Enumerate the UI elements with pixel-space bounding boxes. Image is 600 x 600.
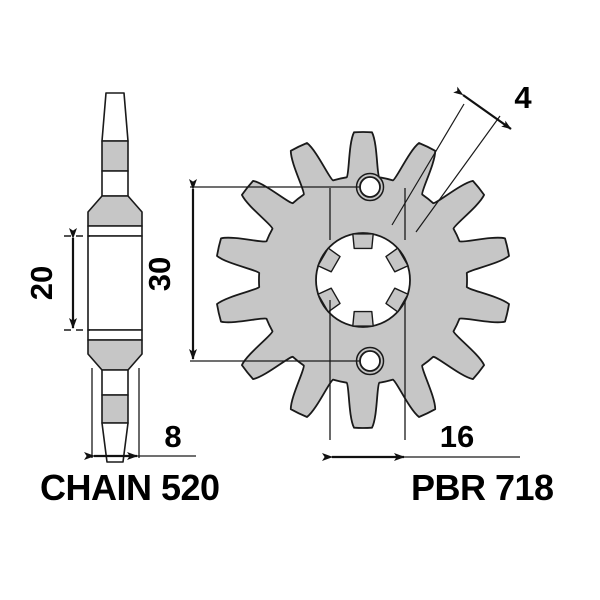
- dim-30-label: 30: [142, 257, 177, 291]
- dim-4-line: [453, 86, 512, 130]
- side-view-lower-tooth-root: [101, 369, 129, 396]
- spline-tooth-1: [352, 233, 374, 250]
- dimension-30-group: 30: [142, 179, 360, 362]
- dim-20-label: 20: [24, 266, 59, 300]
- side-view-lower-rib: [87, 329, 143, 341]
- dim-8-label: 8: [164, 419, 181, 454]
- side-view-lower-tooth-band: [101, 394, 129, 424]
- spline-tooth-3: [385, 287, 409, 313]
- side-view-upper-rib: [87, 225, 143, 237]
- spline-tooth-5: [317, 287, 341, 313]
- dim-4-leader-right: [415, 115, 501, 233]
- dimension-16-group: 16: [322, 419, 520, 461]
- spline-tooth-4: [352, 310, 374, 327]
- front-view-group: [216, 131, 510, 440]
- front-view-caption: PBR 718: [411, 467, 554, 508]
- dimension-20-group: 20: [24, 228, 90, 331]
- spline-tooth-6: [317, 247, 341, 273]
- bolt-hole-upper: [355, 172, 385, 202]
- dim-4-leader-left: [391, 103, 465, 226]
- side-view-upper-tooth-tip: [101, 92, 129, 142]
- side-view-group: [87, 92, 143, 463]
- side-view-caption: CHAIN 520: [40, 467, 220, 508]
- side-view-lower-shoulder: [87, 339, 143, 371]
- side-view-upper-shoulder: [87, 195, 143, 227]
- dim-16-label: 16: [440, 419, 474, 454]
- dimension-4-group: 4: [391, 80, 532, 233]
- dim-4-label: 4: [514, 80, 532, 115]
- spline-tooth-2: [385, 247, 409, 273]
- side-view-hub-barrel: [87, 235, 143, 331]
- spline-teeth-group: [317, 233, 409, 327]
- side-view-upper-tooth-root: [101, 170, 129, 197]
- bolt-hole-lower: [355, 346, 385, 376]
- side-view-upper-tooth-band: [101, 140, 129, 172]
- dimension-8-group: 8: [84, 368, 196, 460]
